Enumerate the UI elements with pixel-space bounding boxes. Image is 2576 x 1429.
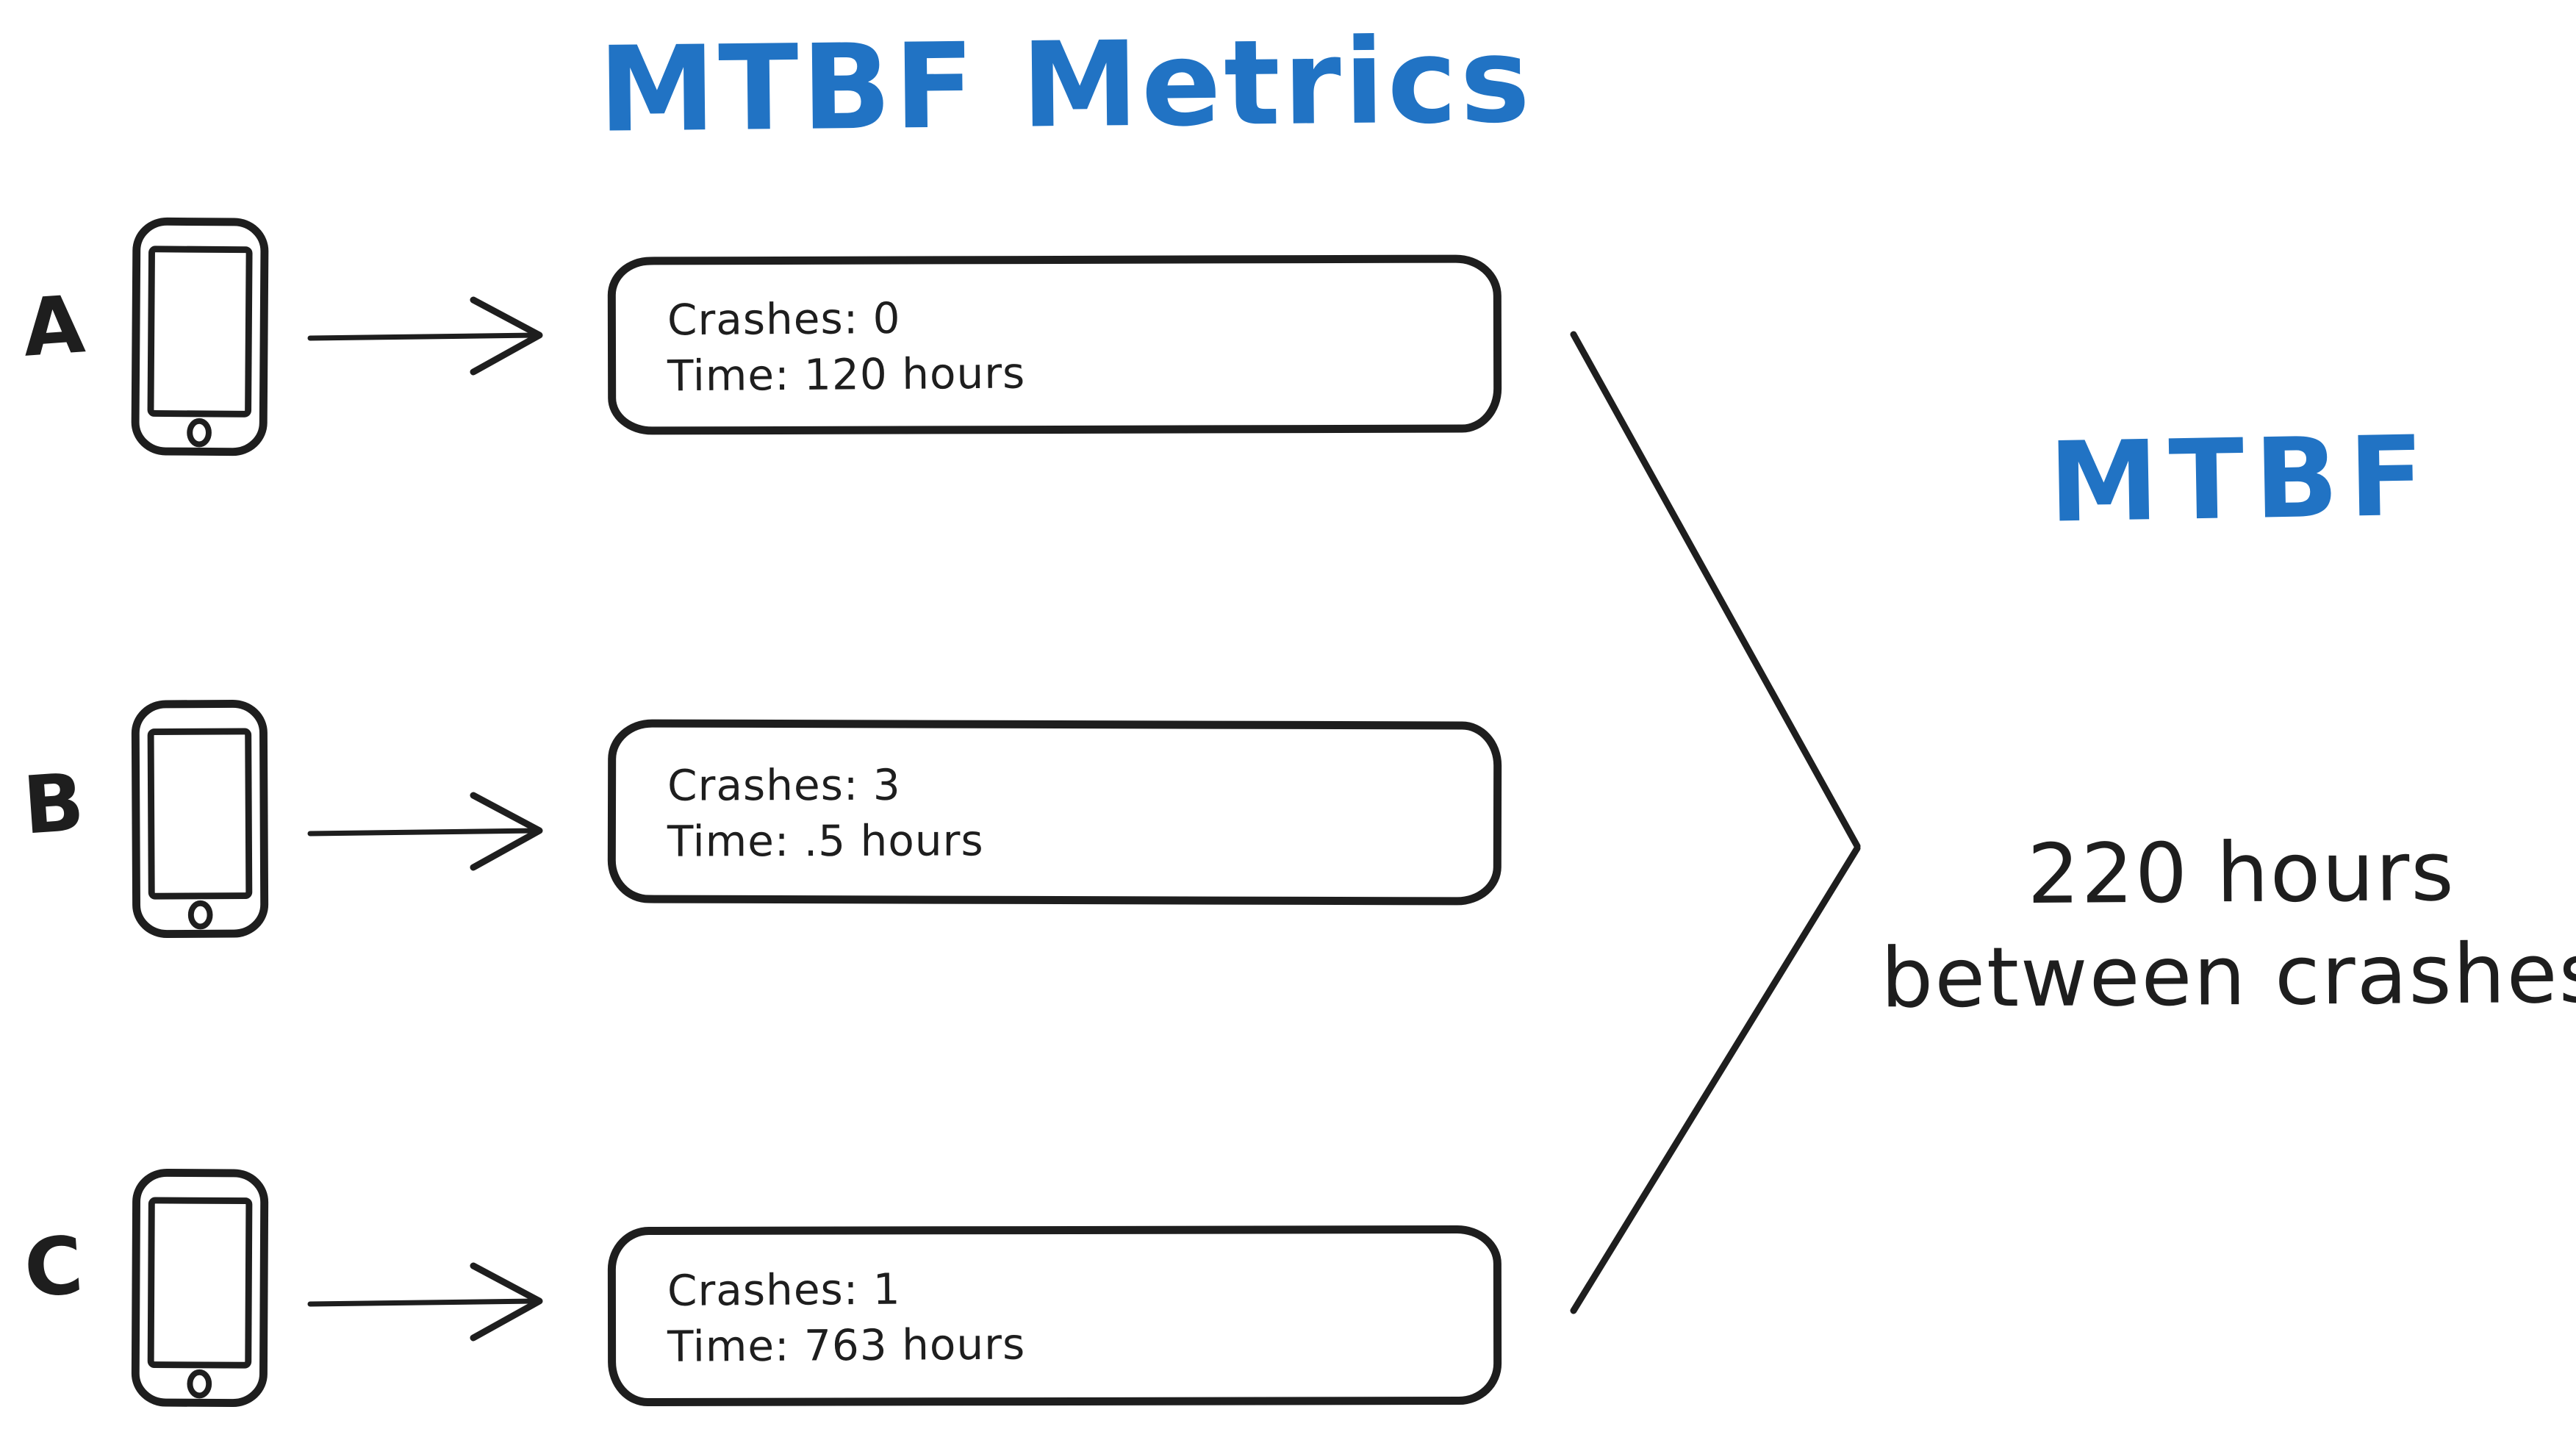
metric-box-c: Crashes: 1 Time: 763 hours bbox=[607, 1225, 1502, 1407]
phone-icon bbox=[131, 699, 269, 939]
metric-box-a: Crashes: 0 Time: 120 hours bbox=[607, 254, 1502, 435]
phone-icon bbox=[131, 1168, 269, 1408]
crashes-value: Crashes: 3 bbox=[667, 759, 901, 811]
crashes-value: Crashes: 1 bbox=[667, 1264, 901, 1316]
result-heading: MTBF bbox=[2048, 412, 2436, 548]
metric-box-b: Crashes: 3 Time: .5 hours bbox=[607, 719, 1502, 906]
time-value: Time: 120 hours bbox=[667, 348, 1026, 401]
result-value: 220 hours between crashes bbox=[1873, 820, 2576, 1031]
device-label-a: A bbox=[19, 279, 88, 375]
diagram-title: MTBF Metrics bbox=[598, 11, 1534, 159]
crashes-value: Crashes: 0 bbox=[667, 293, 901, 345]
time-value: Time: 763 hours bbox=[667, 1319, 1026, 1372]
phone-icon bbox=[131, 217, 269, 456]
time-value: Time: .5 hours bbox=[667, 815, 984, 867]
device-label-b: B bbox=[20, 756, 87, 853]
arrow-right-icon bbox=[307, 296, 543, 376]
result-value-line2: between crashes bbox=[1880, 925, 2576, 1027]
arrow-right-icon bbox=[307, 1262, 543, 1342]
result-value-line1: 220 hours bbox=[2026, 823, 2456, 923]
device-label-c: C bbox=[21, 1220, 86, 1316]
arrow-right-icon bbox=[307, 792, 543, 871]
converge-chevron-icon bbox=[1570, 331, 1861, 1314]
